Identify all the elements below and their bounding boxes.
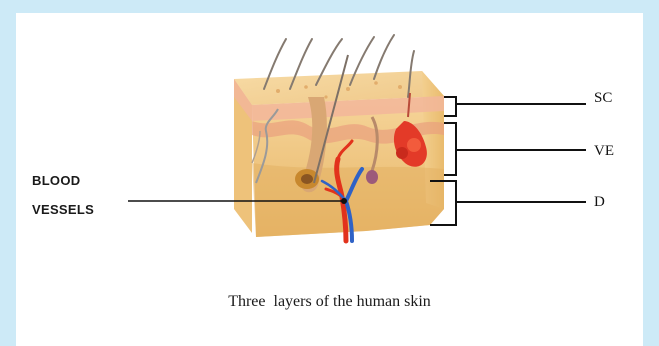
layer-brackets (430, 97, 586, 225)
blood-vessels-label-line2: VESSELS (32, 202, 94, 217)
layer-label-ve: VE (594, 143, 614, 160)
layer-label-sc: SC (594, 90, 612, 107)
diagram-caption: Three layers of the human skin (16, 293, 643, 311)
blood-vessels-pointer-dot (341, 198, 347, 204)
sc-bracket (444, 97, 456, 116)
diagram-card: SC VE D BLOOD VESSELS Three layers of th… (16, 13, 643, 346)
blood-vessels-label-line1: BLOOD (32, 173, 80, 188)
layer-label-d: D (594, 194, 605, 211)
ve-bracket (444, 123, 456, 175)
